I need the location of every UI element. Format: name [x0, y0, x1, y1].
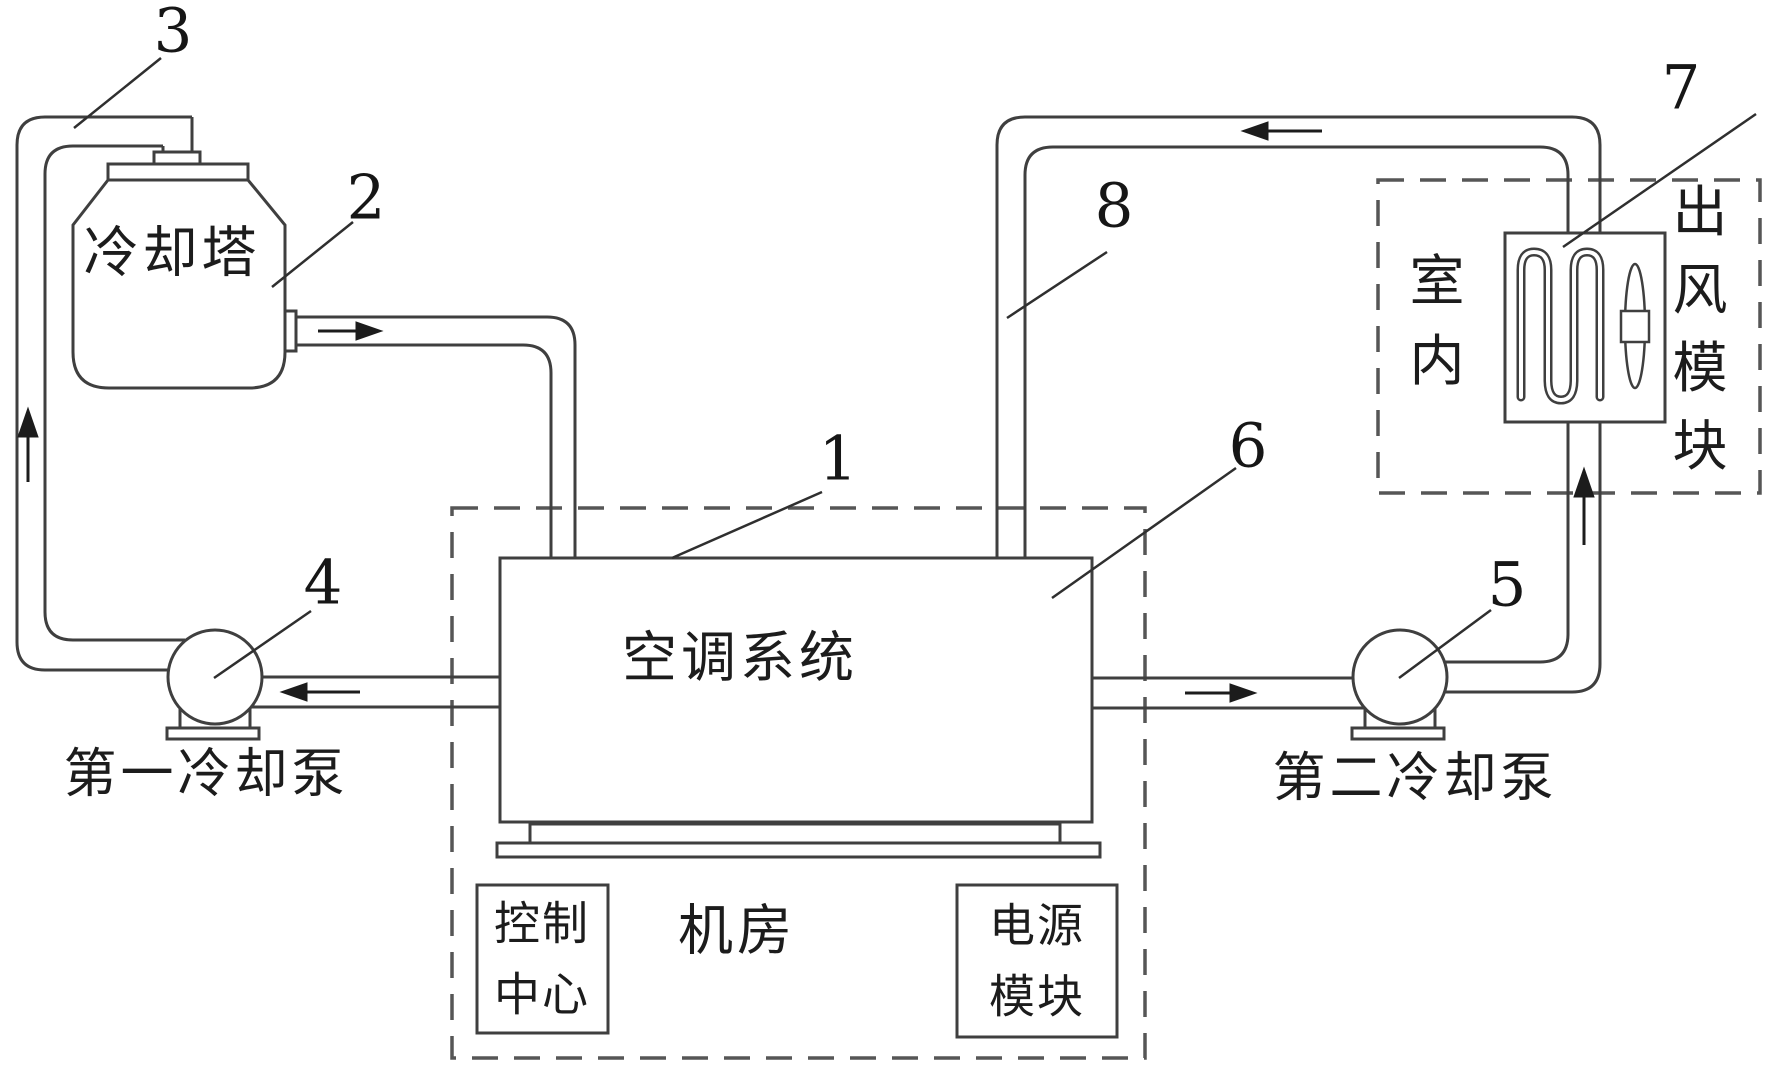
- indoor-room-label: 室 内: [1409, 252, 1464, 412]
- flow-arrows: [17, 121, 1595, 703]
- ac-pedestal-lower-plate: [495, 841, 1102, 859]
- second-cooling-pump-label: 第二冷却泵: [1272, 747, 1558, 809]
- ac-system-label: 空调系统: [621, 625, 859, 690]
- callout-number-1: 1: [818, 423, 858, 495]
- leader-line-8: [1006, 250, 1108, 320]
- ac-system-box: [495, 556, 1102, 859]
- control-center-label: 控制 中心: [494, 889, 590, 1032]
- air-outlet-char2: 风: [1672, 258, 1728, 322]
- leader-line-4: [213, 609, 312, 680]
- pipe-second-pump-to-coil: [1385, 423, 1602, 694]
- air-outlet-char1: 出: [1672, 180, 1728, 244]
- machine-room-dashed-box: [450, 506, 1147, 1060]
- control-center-line1: 控制: [494, 896, 590, 951]
- flow-arrow-up-to-coil-icon: [1573, 466, 1595, 545]
- control-center-line2: 中心: [494, 968, 590, 1022]
- flow-arrow-left-to-first-pump-icon: [279, 682, 360, 702]
- leader-line-7: [1562, 112, 1757, 249]
- flow-arrow-right-to-second-pump-icon: [1185, 683, 1258, 703]
- power-module-line1: 电源: [989, 898, 1085, 953]
- callout-leader-lines: [73, 57, 1757, 680]
- indoor-coil-unit: [1503, 231, 1667, 424]
- callout-number-7: 7: [1661, 52, 1701, 124]
- power-module-line2: 模块: [989, 970, 1085, 1024]
- first-cooling-pump-label: 第一冷却泵: [63, 743, 349, 805]
- flow-arrow-up-left-pipe-icon: [17, 406, 39, 482]
- pipe-ac-to-indoor-coil: [995, 115, 1602, 558]
- flow-arrow-left-top-run-icon: [1240, 121, 1322, 141]
- tower-outlet-flange: [283, 309, 298, 353]
- leader-line-5: [1398, 608, 1492, 680]
- leader-line-3: [73, 57, 162, 129]
- leader-line-6: [1051, 466, 1237, 600]
- coil-serpentine-inner: [1519, 249, 1602, 403]
- power-module-label: 电源 模块: [989, 891, 1085, 1034]
- power-module-box: [955, 883, 1119, 1039]
- callout-number-2: 2: [346, 162, 386, 234]
- callout-number-4: 4: [303, 547, 343, 619]
- control-center-box: [475, 883, 610, 1035]
- callout-number-8: 8: [1094, 170, 1134, 242]
- second-cooling-pump-shape: [1350, 628, 1449, 741]
- tower-lid: [106, 162, 250, 182]
- indoor-room-char2: 内: [1409, 329, 1465, 393]
- callout-number-6: 6: [1228, 410, 1268, 482]
- tower-top-flange: [152, 150, 202, 166]
- air-outlet-module-label: 出 风 模 块: [1672, 183, 1727, 495]
- cooling-tower-label: 冷却塔: [83, 220, 261, 285]
- pipe-ac-to-first-pump: [230, 675, 500, 709]
- leader-line-2: [271, 221, 354, 288]
- indoor-room-char1: 室: [1409, 249, 1465, 313]
- first-cooling-pump-shape: [165, 628, 264, 741]
- machine-room-label: 机房: [677, 898, 797, 963]
- leader-line-1: [671, 490, 823, 560]
- fan-hub-icon: [1619, 309, 1651, 344]
- pipe-tower-to-ac: [296, 315, 577, 558]
- flow-arrow-right-tower-outlet-icon: [318, 321, 384, 341]
- callout-number-3: 3: [153, 0, 193, 67]
- air-outlet-char4: 块: [1672, 414, 1728, 478]
- air-outlet-char3: 模: [1672, 336, 1728, 400]
- callout-number-5: 5: [1487, 549, 1527, 621]
- cooling-tower-shape: [71, 150, 298, 390]
- ac-pedestal-upper-plate: [528, 822, 1062, 845]
